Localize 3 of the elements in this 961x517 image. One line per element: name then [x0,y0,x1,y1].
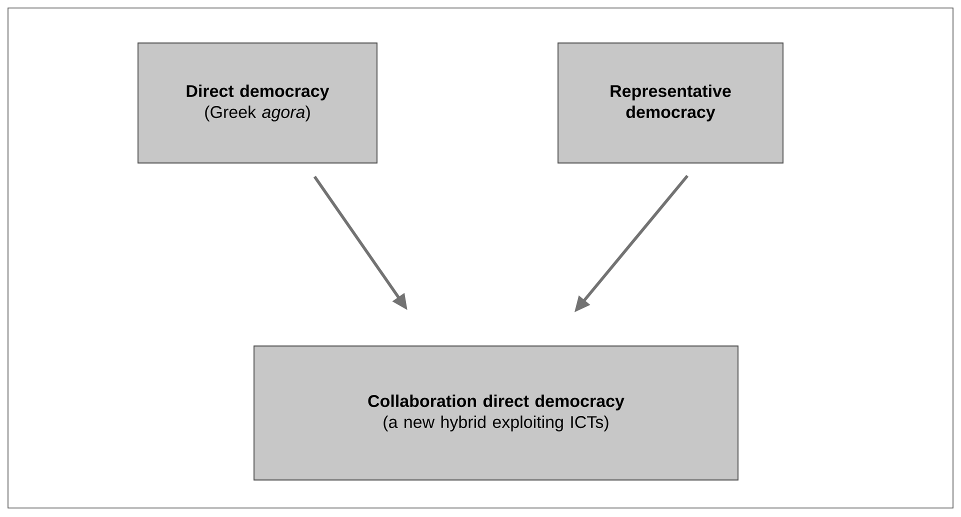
process-box: Direct democracy (Greek agora) [138,42,378,164]
process-box: Collaboration direct democracy (a new hybrid exploiting ICTs) [254,346,738,480]
process-box: Representative democracy [558,42,784,164]
